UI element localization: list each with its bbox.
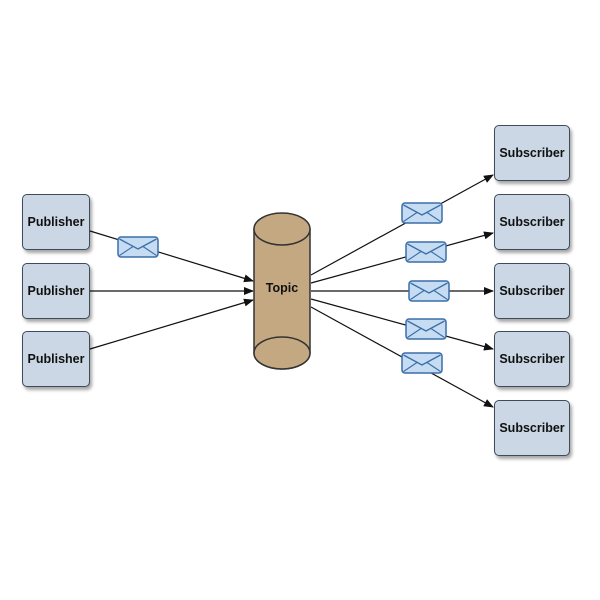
envelope-icon: [117, 236, 159, 258]
subscriber-node-3: Subscriber: [494, 263, 570, 319]
subscriber-label: Subscriber: [499, 421, 565, 435]
publisher-label: Publisher: [27, 215, 85, 229]
envelope-icon: [401, 352, 443, 374]
subscriber-label: Subscriber: [499, 352, 565, 366]
envelope-icon: [408, 280, 450, 302]
publisher-1-to-topic-arrow: [89, 230, 254, 283]
subscriber-node-1: Subscriber: [494, 125, 570, 181]
topic-to-subscriber-2-arrow: [310, 231, 494, 284]
publisher-3-to-topic-arrow: [89, 298, 254, 350]
subscriber-node-5: Subscriber: [494, 400, 570, 456]
topic-to-subscriber-1-arrow: [310, 174, 494, 276]
publisher-node-2: Publisher: [22, 263, 90, 319]
topic-cylinder: [253, 212, 311, 370]
topic-to-subscriber-4-arrow: [310, 298, 494, 351]
subscriber-label: Subscriber: [499, 284, 565, 298]
subscriber-label: Subscriber: [499, 215, 565, 229]
publisher-node-3: Publisher: [22, 331, 90, 387]
envelope-icon: [405, 241, 447, 263]
envelope-icon: [401, 202, 443, 224]
publisher-node-1: Publisher: [22, 194, 90, 250]
subscriber-node-4: Subscriber: [494, 331, 570, 387]
publisher-label: Publisher: [27, 352, 85, 366]
publisher-label: Publisher: [27, 284, 85, 298]
subscriber-node-2: Subscriber: [494, 194, 570, 250]
subscriber-label: Subscriber: [499, 146, 565, 160]
envelope-icon: [405, 318, 447, 340]
topic-label: Topic: [265, 281, 299, 295]
